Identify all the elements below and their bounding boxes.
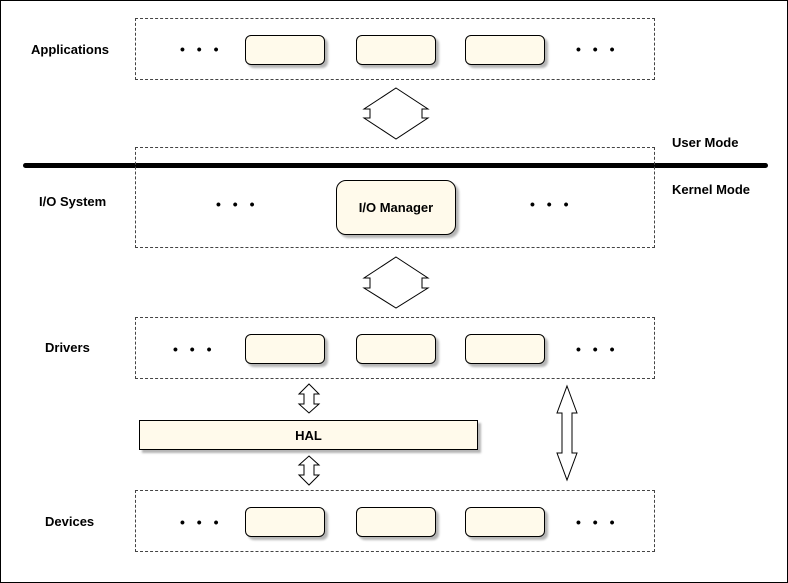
device-box <box>465 507 545 537</box>
double-arrow-hal-devices <box>297 455 321 486</box>
user-kernel-divider <box>23 163 768 168</box>
kernel-mode-label: Kernel Mode <box>672 182 751 197</box>
io-manager-box: I/O Manager <box>336 180 456 235</box>
hal-label: HAL <box>295 427 322 443</box>
double-arrow-drivers-hal <box>297 383 321 414</box>
application-box <box>465 35 545 65</box>
user-mode-label: User Mode <box>672 135 739 150</box>
applications-dots-right: • • • <box>576 41 619 57</box>
driver-box <box>245 334 325 364</box>
drivers-layer: • • • • • • <box>135 317 655 379</box>
double-arrow-drivers-devices <box>556 384 578 482</box>
io-system-dots-right: • • • <box>530 196 573 212</box>
io-system-dots-left: • • • <box>216 196 259 212</box>
io-system-label: I/O System <box>39 194 107 209</box>
io-system-layer: • • • • • • <box>135 147 655 248</box>
double-arrow-app-io <box>362 87 430 140</box>
applications-label: Applications <box>31 42 110 57</box>
drivers-label: Drivers <box>45 340 90 355</box>
applications-dots-left: • • • <box>180 41 223 57</box>
io-manager-label: I/O Manager <box>358 200 434 215</box>
double-arrow-io-drivers <box>362 256 430 309</box>
device-box <box>356 507 436 537</box>
application-box <box>356 35 436 65</box>
device-box <box>245 507 325 537</box>
devices-label: Devices <box>45 514 95 529</box>
drivers-dots-left: • • • <box>173 341 216 357</box>
applications-layer: • • • • • • <box>135 18 655 80</box>
application-box <box>245 35 325 65</box>
devices-layer: • • • • • • <box>135 490 655 552</box>
drivers-dots-right: • • • <box>576 341 619 357</box>
devices-dots-left: • • • <box>180 514 223 530</box>
devices-dots-right: • • • <box>576 514 619 530</box>
hal-box: HAL <box>139 420 478 450</box>
driver-box <box>356 334 436 364</box>
driver-box <box>465 334 545 364</box>
